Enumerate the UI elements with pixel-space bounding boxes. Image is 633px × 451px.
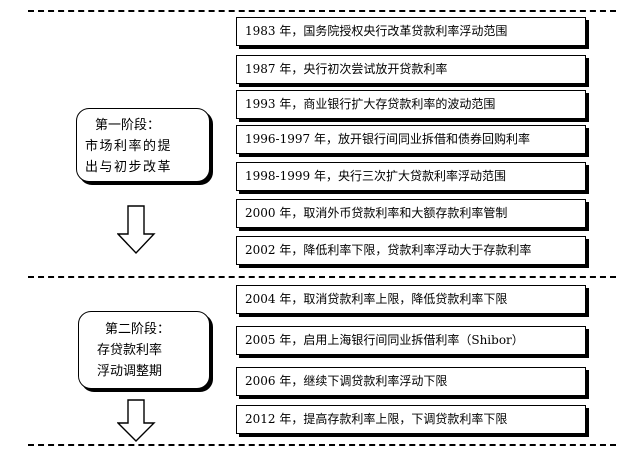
stage-one-title: 第一阶段：	[95, 118, 161, 133]
event-2004: 2004 年，取消贷款利率上限，降低贷款利率下限	[236, 285, 586, 314]
stage-two-title: 第二阶段：	[105, 322, 171, 337]
bottom-separator	[28, 444, 616, 446]
event-1998-1999: 1998-1999 年，央行三次扩大贷款利率浮动范围	[236, 162, 586, 191]
stage-two-desc-line-1: 存贷款利率	[97, 343, 163, 358]
stage-two-down-arrow-icon	[117, 399, 156, 442]
stage-one-box: 第一阶段： 市场利率的提 出与初步改革	[76, 108, 210, 182]
stage-one-desc-line-1: 市场利率的提	[85, 139, 173, 154]
stage-separator	[28, 276, 616, 278]
top-separator	[28, 10, 616, 12]
event-2012: 2012 年，提高存款利率上限，下调贷款利率下限	[236, 405, 586, 434]
stage-one-desc-line-2: 出与初步改革	[85, 160, 173, 175]
event-1993: 1993 年，商业银行扩大存贷款利率的波动范围	[236, 90, 586, 119]
stage-two-box: 第二阶段： 存贷款利率 浮动调整期	[78, 311, 210, 389]
event-1987: 1987 年，央行初次尝试放开贷款利率	[236, 55, 586, 84]
event-2000: 2000 年，取消外币贷款利率和大额存款利率管制	[236, 199, 586, 228]
event-2006: 2006 年，继续下调贷款利率浮动下限	[236, 367, 586, 396]
event-2002: 2002 年，降低利率下限，贷款利率浮动大于存款利率	[236, 236, 586, 265]
event-2005: 2005 年，启用上海银行间同业拆借利率（Shibor）	[236, 326, 586, 355]
stage-one-down-arrow-icon	[117, 205, 156, 255]
stage-two-desc-line-2: 浮动调整期	[97, 364, 163, 379]
event-1996-1997: 1996-1997 年，放开银行间同业拆借和债券回购利率	[236, 125, 586, 154]
event-1983: 1983 年，国务院授权央行改革贷款利率浮动范围	[236, 17, 586, 46]
